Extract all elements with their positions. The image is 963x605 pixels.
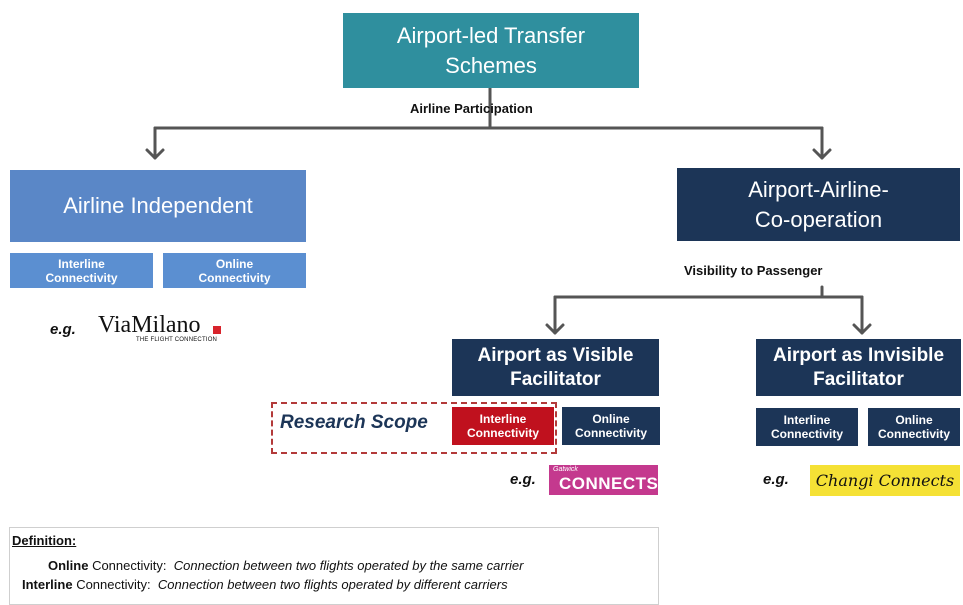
viamilano-logo-square-icon bbox=[213, 326, 221, 334]
definition-online-line: Online Connectivity: Connection between … bbox=[48, 558, 523, 573]
ai-interline-line1: Interline bbox=[58, 256, 105, 271]
research-scope-label: Research Scope bbox=[280, 412, 428, 433]
invisible-interline-line1: Interline bbox=[783, 413, 831, 427]
ai-online-line1: Online bbox=[215, 256, 254, 271]
definition-title: Definition: bbox=[12, 533, 77, 548]
ai-online-line2: Connectivity bbox=[198, 270, 271, 285]
airline-independent-title: Airline Independent bbox=[63, 193, 253, 218]
root-title-line1: Airport-led Transfer bbox=[396, 22, 586, 48]
invisible-title-line1: Airport as Invisible bbox=[772, 344, 945, 366]
changi-connects-logo: Changi Connects bbox=[810, 465, 960, 496]
viamilano-logo-tagline: THE FLIGHT CONNECTION bbox=[136, 337, 218, 343]
root-title-line2: Schemes bbox=[445, 52, 537, 78]
definition-interline-text: Connection between two flights operated … bbox=[157, 577, 508, 592]
invisible-interline-line2: Connectivity bbox=[770, 427, 843, 441]
ai-online-node: Online Connectivity bbox=[163, 253, 306, 288]
invisible-online-line2: Connectivity bbox=[877, 427, 950, 441]
ai-eg-label: e.g. bbox=[50, 321, 76, 338]
visible-interline-line2: Connectivity bbox=[466, 426, 539, 440]
visible-title-line2: Facilitator bbox=[510, 368, 601, 390]
coop-node: Airport-Airline- Co-operation bbox=[677, 168, 960, 241]
definition-interline-line: Interline Connectivity: Connection betwe… bbox=[22, 577, 508, 592]
invisible-interline-node: Interline Connectivity bbox=[756, 408, 858, 446]
label-airline-participation: Airline Participation bbox=[410, 101, 533, 116]
gatwick-connects-logo: Gatwick CONNECTS bbox=[549, 465, 658, 495]
coop-title-line2: Co-operation bbox=[754, 206, 883, 232]
ai-interline-line2: Connectivity bbox=[45, 270, 118, 285]
definition-box bbox=[9, 527, 659, 605]
definition-interline-word: Connectivity: bbox=[72, 577, 151, 592]
coop-title-line1: Airport-Airline- bbox=[748, 176, 889, 202]
visible-title-line1: Airport as Visible bbox=[477, 344, 634, 366]
gatwick-logo-small: Gatwick bbox=[553, 466, 578, 473]
visible-eg-label: e.g. bbox=[510, 471, 536, 488]
invisible-online-line1: Online bbox=[895, 413, 933, 427]
visible-online-line1: Online bbox=[592, 412, 630, 426]
visible-interline-node: Interline Connectivity bbox=[452, 407, 554, 445]
viamilano-logo: ViaMilano bbox=[98, 312, 201, 338]
visible-facilitator-node: Airport as Visible Facilitator bbox=[452, 339, 659, 396]
definition-online-text: Connection between two flights operated … bbox=[173, 558, 524, 573]
invisible-eg-label: e.g. bbox=[763, 471, 789, 488]
invisible-facilitator-node: Airport as Invisible Facilitator bbox=[756, 339, 961, 396]
definition-interline-term: Interline bbox=[22, 577, 73, 592]
invisible-title-line2: Facilitator bbox=[813, 368, 904, 390]
visible-online-line2: Connectivity bbox=[574, 426, 647, 440]
label-visibility: Visibility to Passenger bbox=[684, 263, 823, 278]
definition-online-word: Connectivity: bbox=[88, 558, 167, 573]
airline-independent-node: Airline Independent bbox=[10, 170, 306, 242]
gatwick-logo-main: CONNECTS bbox=[559, 474, 659, 493]
root-node: Airport-led Transfer Schemes bbox=[343, 13, 639, 88]
visible-interline-line1: Interline bbox=[479, 412, 527, 426]
ai-interline-node: Interline Connectivity bbox=[10, 253, 153, 288]
invisible-online-node: Online Connectivity bbox=[868, 408, 960, 446]
visible-online-node: Online Connectivity bbox=[562, 407, 660, 445]
definition-online-term: Online bbox=[48, 558, 89, 573]
research-scope-frame bbox=[271, 402, 557, 454]
